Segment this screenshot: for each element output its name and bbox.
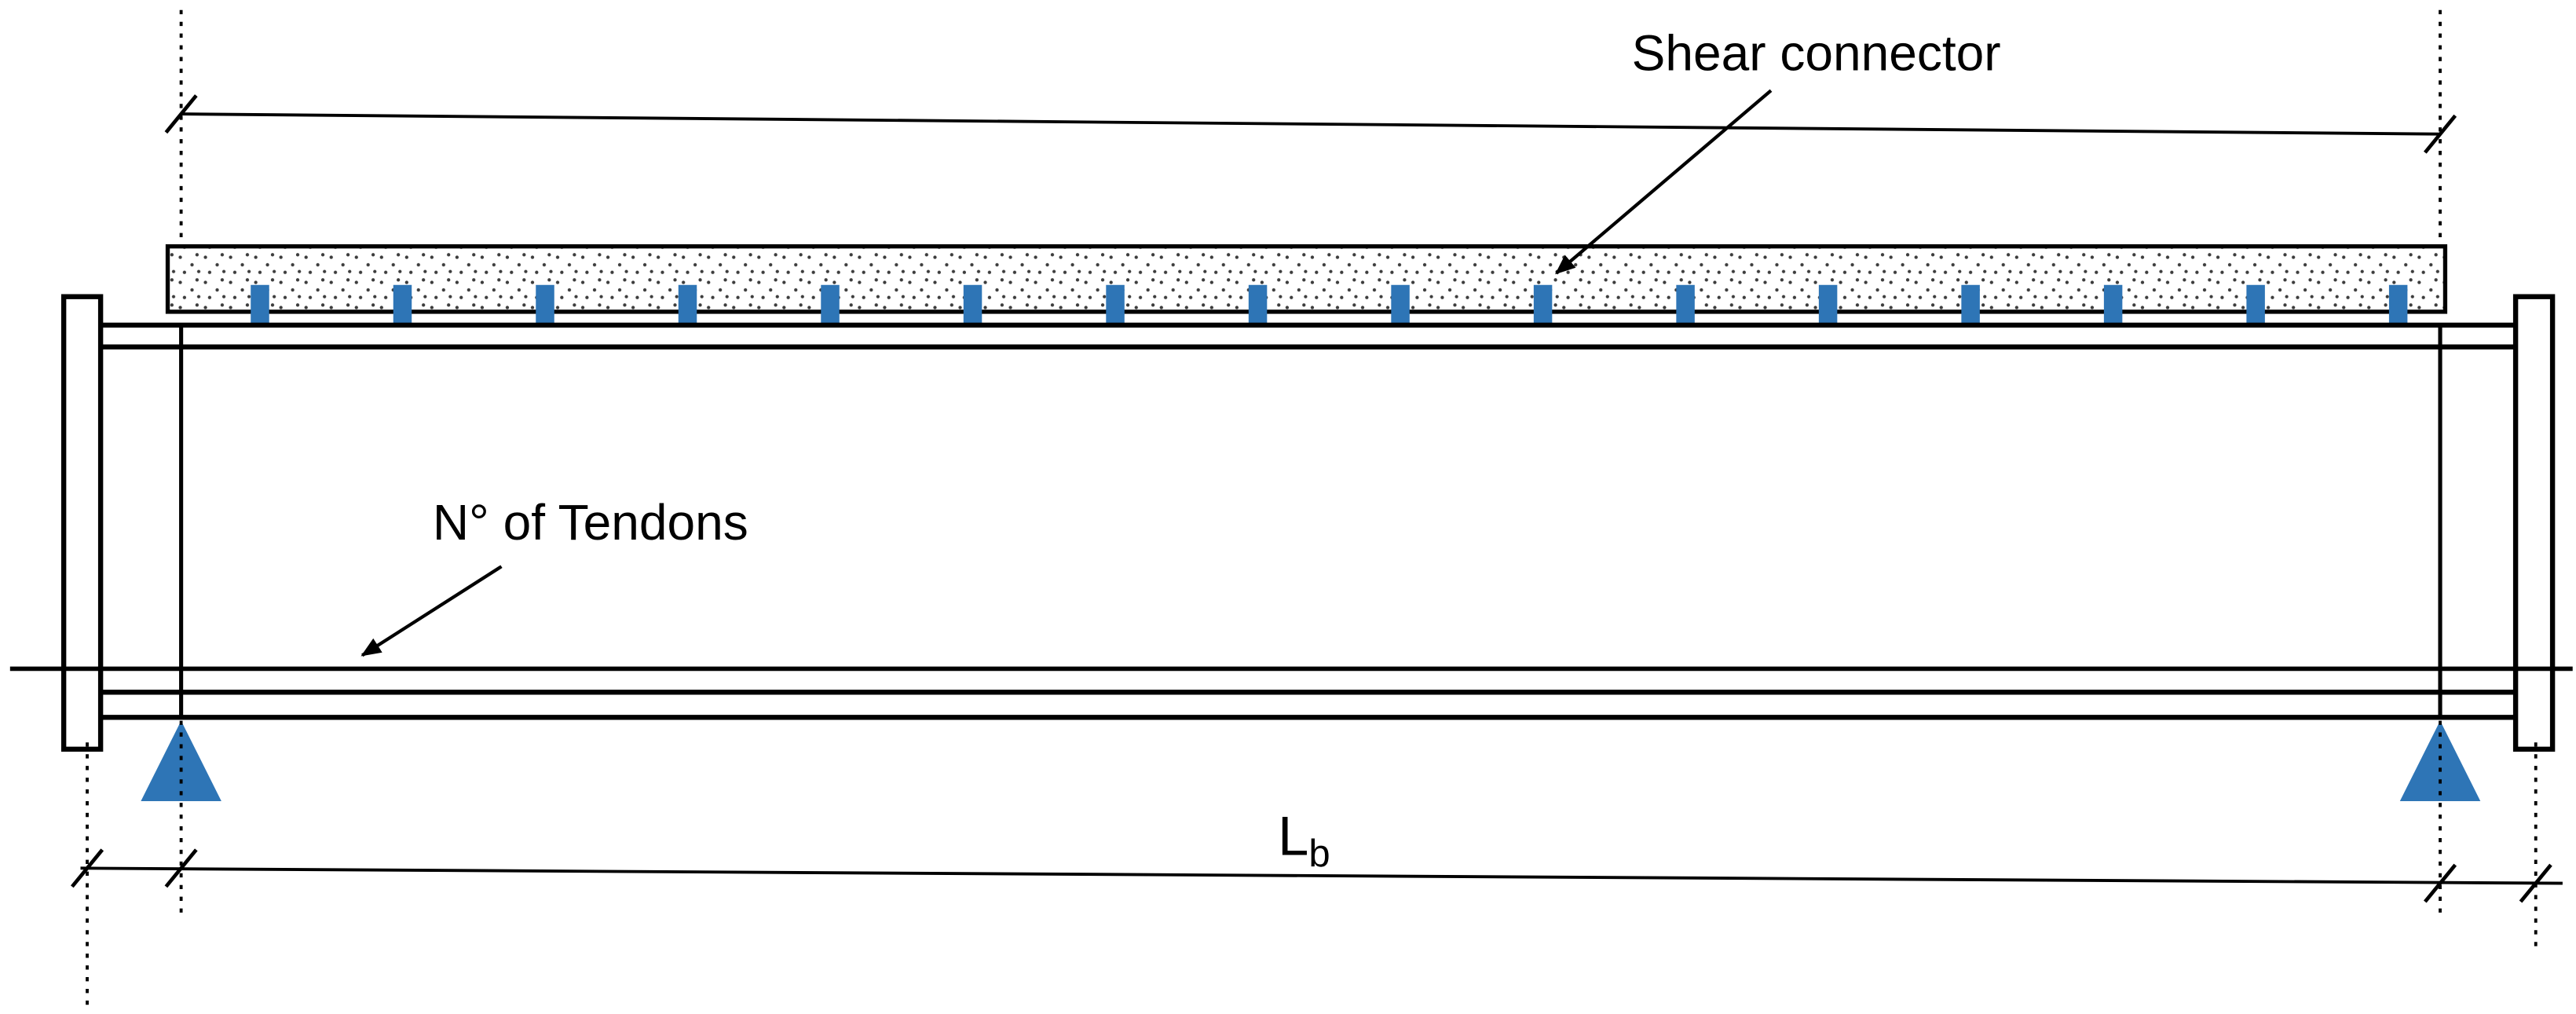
right-anchor-plate [2512,294,2556,752]
left-support [141,720,221,801]
shear-stud [2246,284,2265,325]
shear-stud [2388,284,2408,325]
shear-stud [1106,284,1125,325]
shear-stud [1676,284,1695,325]
shear-stud [1961,284,1980,325]
span-length-subscript: b [1308,833,1330,875]
left-anchor-plate [60,294,104,752]
shear-stud [536,284,554,325]
shear-stud [821,284,840,325]
bottom-dimension-line [80,866,2563,885]
shear-connector-callout: Shear connector [1555,25,2001,275]
shear-stud [1533,284,1553,325]
span-length-label: Lb [1278,804,1330,875]
span-length-main: L [1278,804,1308,866]
dimension-tick [2423,114,2457,154]
shear-stud [963,284,982,325]
concrete-slab [165,244,2448,314]
shear-stud [678,284,697,325]
dimension-tick [2519,863,2552,903]
shear-connector-label: Shear connector [1632,25,2001,82]
shear-stud [1818,284,1838,325]
shear-stud [1391,284,1410,325]
shear-stud [1248,284,1268,325]
shear-connector-arrow [1555,89,1773,275]
shear-studs [251,284,2408,325]
top-dimension-line [181,112,2441,136]
dimension-tick [2423,863,2457,903]
dimension-tick [71,848,104,888]
top-dimension [164,9,2457,247]
dimension-tick [164,848,198,888]
right-support [2399,720,2481,801]
tendon-arrow [360,565,503,657]
tendon-label: N° of Tendons [433,494,748,551]
dimension-tick [164,94,198,134]
shear-stud [393,284,412,325]
tendon-callout: N° of Tendons [360,494,748,657]
bottom-dimension [71,720,2563,1006]
shear-stud [2103,284,2123,325]
steel-beam [98,322,2518,720]
shear-stud [251,284,269,325]
